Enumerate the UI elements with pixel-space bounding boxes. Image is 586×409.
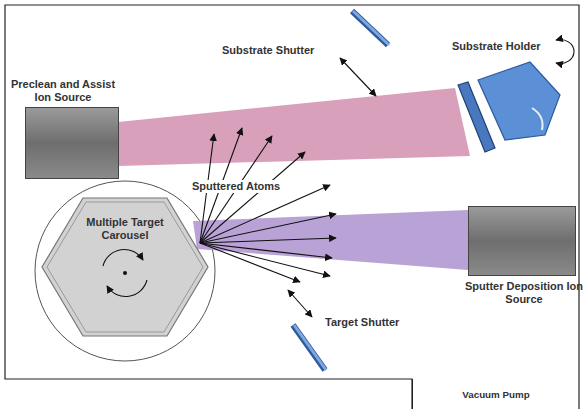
chamber-wall bbox=[5, 5, 579, 409]
ion-source: Sputter Deposition Ion Source bbox=[464, 206, 584, 314]
target-shutter bbox=[293, 325, 325, 370]
node-label: Multiple Target Carousel bbox=[70, 216, 180, 242]
substrate-plate bbox=[458, 82, 495, 152]
preclean-beam bbox=[118, 88, 470, 166]
shutter-label: Target Shutter bbox=[323, 316, 401, 329]
hexagon-inner bbox=[47, 202, 203, 332]
process-label: Sputtered Atoms bbox=[190, 180, 282, 193]
vacuum-pump: Vacuum Pump bbox=[412, 379, 579, 409]
carousel-circle bbox=[35, 181, 215, 361]
shutter-label: Substrate Shutter bbox=[220, 44, 316, 57]
node-label: Substrate Holder bbox=[452, 40, 541, 53]
hexagon bbox=[42, 198, 208, 336]
rotation-arrow bbox=[556, 40, 574, 64]
ion-source-body bbox=[25, 107, 119, 179]
rotation-arc bbox=[107, 280, 147, 296]
ion-source-body bbox=[468, 206, 576, 276]
target-carousel: Multiple Target Carousel bbox=[40, 196, 210, 338]
rotation-arrows bbox=[103, 250, 147, 297]
target-shutter bbox=[294, 325, 326, 370]
shutter-motion-arrow bbox=[340, 58, 376, 96]
substrate-holder: Substrate Holder bbox=[450, 38, 550, 158]
substrate-shutter bbox=[352, 11, 388, 45]
node-label: Sputter Deposition Ion Source bbox=[464, 280, 584, 306]
carousel-axis bbox=[123, 271, 127, 275]
node-label: Vacuum Pump bbox=[413, 388, 579, 401]
rotation-arc bbox=[103, 250, 143, 266]
shutter-motion-arrow bbox=[288, 290, 312, 317]
node-label: Preclean and Assist Ion Source bbox=[4, 78, 122, 104]
holder-drawing bbox=[450, 38, 570, 158]
holder-body bbox=[478, 62, 560, 140]
sputtered-atom-arrows bbox=[200, 128, 336, 282]
sputter-beam bbox=[193, 210, 468, 270]
substrate-shutter bbox=[353, 11, 389, 45]
ion-source: Preclean and Assist Ion Source bbox=[4, 76, 122, 180]
holder-highlight bbox=[532, 108, 543, 130]
